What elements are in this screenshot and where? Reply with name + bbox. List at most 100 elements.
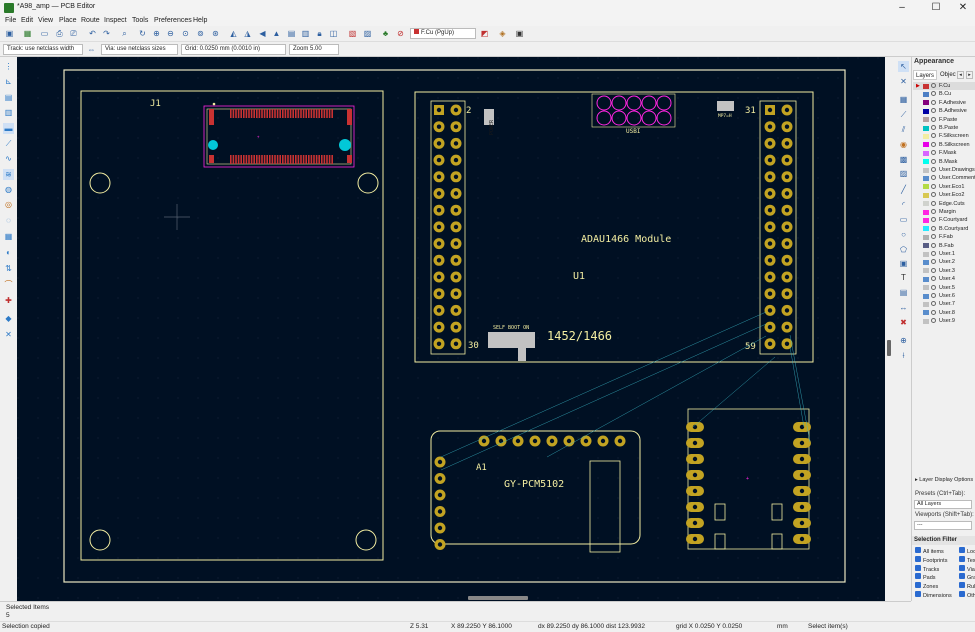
menu-edit[interactable]: Edit bbox=[21, 17, 34, 24]
drc-markers-icon[interactable]: ✚ bbox=[5, 296, 12, 305]
save-icon[interactable]: ▣ bbox=[5, 29, 14, 38]
tab-scroll-right-icon[interactable]: ▸ bbox=[966, 71, 973, 79]
menu-tools[interactable]: Tools bbox=[132, 17, 149, 24]
smd-pad[interactable] bbox=[282, 109, 284, 118]
draw-line-icon[interactable]: ╱ bbox=[901, 185, 906, 194]
smd-pad[interactable] bbox=[305, 155, 307, 164]
contrast-mode-icon[interactable]: ◐ bbox=[6, 248, 11, 257]
layer-color-swatch[interactable] bbox=[923, 310, 929, 316]
layer-row[interactable]: User.Comments bbox=[913, 174, 975, 182]
filter-checkbox-icon[interactable] bbox=[915, 573, 921, 580]
layer-color-swatch[interactable] bbox=[923, 91, 929, 97]
smd-pad[interactable] bbox=[310, 109, 313, 118]
smd-pad[interactable] bbox=[237, 109, 240, 118]
usb-pad[interactable] bbox=[641, 110, 657, 126]
footprint-editor-icon[interactable]: ▨ bbox=[363, 29, 372, 38]
layer-color-swatch[interactable] bbox=[923, 192, 929, 198]
plot-icon[interactable]: ⎚ bbox=[70, 29, 77, 38]
filter-checkbox-icon[interactable] bbox=[915, 555, 921, 562]
layer-color-swatch[interactable] bbox=[923, 251, 929, 257]
local-ratsnest-icon[interactable]: ✕ bbox=[900, 77, 907, 86]
layers-manager-icon[interactable]: ◆ bbox=[5, 314, 12, 323]
menu-route[interactable]: Route bbox=[81, 17, 100, 24]
smd-pad[interactable] bbox=[253, 155, 255, 164]
layer-row[interactable]: User.Eco2 bbox=[913, 191, 975, 199]
smd-pad[interactable] bbox=[263, 155, 266, 164]
selection-filter-item[interactable]: Pads bbox=[915, 573, 957, 581]
visibility-eye-icon[interactable] bbox=[931, 108, 936, 114]
layer-color-swatch[interactable] bbox=[923, 209, 929, 215]
smd-pad[interactable] bbox=[230, 155, 232, 164]
visibility-eye-icon[interactable] bbox=[931, 125, 936, 130]
layer-color-swatch[interactable] bbox=[923, 226, 929, 232]
smd-pad[interactable] bbox=[261, 109, 263, 118]
smd-pad[interactable] bbox=[313, 109, 315, 118]
layer-display-options-toggle[interactable]: ▸ Layer Display Options bbox=[915, 477, 974, 483]
units-inch-icon[interactable]: ▥ bbox=[4, 108, 13, 117]
selection-filter-item[interactable]: Footprints bbox=[915, 555, 957, 564]
add-textbox-icon[interactable]: ▤ bbox=[899, 288, 908, 297]
microwave-icon[interactable]: ⌒ bbox=[4, 280, 13, 289]
visibility-eye-icon[interactable] bbox=[931, 83, 936, 88]
refresh-icon[interactable]: ↻ bbox=[139, 29, 146, 38]
visibility-eye-icon[interactable] bbox=[931, 141, 936, 147]
menu-preferences[interactable]: Preferences bbox=[154, 17, 192, 24]
visibility-eye-icon[interactable] bbox=[931, 267, 936, 273]
smd-pad[interactable] bbox=[302, 155, 305, 164]
mirror-h-icon[interactable]: ◀ bbox=[259, 29, 266, 38]
visibility-eye-icon[interactable] bbox=[931, 183, 936, 189]
visibility-eye-icon[interactable] bbox=[931, 116, 936, 122]
smd-pad[interactable] bbox=[243, 109, 245, 118]
layer-row[interactable]: B.Courtyard bbox=[913, 225, 975, 233]
smd-pad[interactable] bbox=[331, 109, 333, 118]
smd-pad[interactable] bbox=[328, 155, 331, 164]
selection-filter-item[interactable]: All items bbox=[915, 547, 957, 555]
mirror-v-icon[interactable]: ▲ bbox=[272, 29, 281, 38]
smd-pad[interactable] bbox=[269, 155, 271, 164]
footprint-u1[interactable] bbox=[414, 91, 814, 363]
drc-icon[interactable]: ⊘ bbox=[397, 29, 404, 38]
layer-color-swatch[interactable] bbox=[923, 259, 929, 265]
set-origin-icon[interactable]: ⊕ bbox=[900, 336, 907, 345]
add-rule-area-icon[interactable]: ▨ bbox=[899, 169, 908, 178]
usb-pad[interactable] bbox=[611, 110, 627, 126]
measure-icon[interactable]: ⟊ bbox=[902, 351, 905, 360]
layer-color-swatch[interactable] bbox=[923, 234, 929, 240]
add-dimension-icon[interactable]: ↔ bbox=[899, 303, 908, 312]
menu-help[interactable]: Help bbox=[193, 17, 208, 24]
flip-view-icon[interactable]: ⇅ bbox=[5, 264, 12, 273]
layer-row[interactable]: User.2 bbox=[913, 258, 975, 266]
update-pcb-icon[interactable]: ♣ bbox=[382, 29, 389, 38]
filter-checkbox-icon[interactable] bbox=[915, 547, 921, 553]
smd-pad[interactable] bbox=[263, 109, 266, 118]
visibility-eye-icon[interactable] bbox=[931, 225, 936, 231]
smd-pad[interactable] bbox=[284, 109, 287, 118]
ratsnest-icon[interactable]: ⟋ bbox=[5, 139, 12, 148]
visibility-eye-icon[interactable] bbox=[931, 318, 936, 324]
smd-pad[interactable] bbox=[256, 109, 258, 118]
visibility-eye-icon[interactable] bbox=[931, 301, 936, 307]
zoom-selection-icon[interactable]: ⊛ bbox=[212, 29, 219, 38]
smd-pad[interactable] bbox=[248, 155, 250, 164]
visibility-eye-icon[interactable] bbox=[931, 158, 936, 164]
layer-color-swatch[interactable] bbox=[923, 117, 929, 123]
layer-row[interactable]: User.4 bbox=[913, 275, 975, 283]
smd-pad[interactable] bbox=[271, 109, 274, 118]
smd-pad[interactable] bbox=[261, 155, 263, 164]
filter-checkbox-icon[interactable] bbox=[959, 573, 965, 580]
visibility-eye-icon[interactable] bbox=[931, 284, 936, 290]
usb-pad[interactable] bbox=[596, 95, 612, 111]
smd-pad[interactable] bbox=[271, 155, 274, 164]
visibility-eye-icon[interactable] bbox=[931, 209, 936, 214]
layer-row[interactable]: B.Silkscreen bbox=[913, 141, 975, 149]
smd-pad[interactable] bbox=[297, 155, 300, 164]
selection-filter-item[interactable]: Dimensions bbox=[915, 591, 957, 599]
smd-pad[interactable] bbox=[323, 155, 326, 164]
smd-pad[interactable] bbox=[295, 109, 297, 118]
smd-pad[interactable] bbox=[258, 109, 261, 118]
usb-pad[interactable] bbox=[611, 95, 627, 111]
delete-tool-icon[interactable]: ✖ bbox=[900, 318, 907, 327]
layer-row[interactable]: Edge.Cuts bbox=[913, 200, 975, 208]
track-outline-icon[interactable]: ▦ bbox=[4, 232, 13, 241]
via-size-select[interactable]: Via: use netclass sizes bbox=[101, 44, 178, 55]
